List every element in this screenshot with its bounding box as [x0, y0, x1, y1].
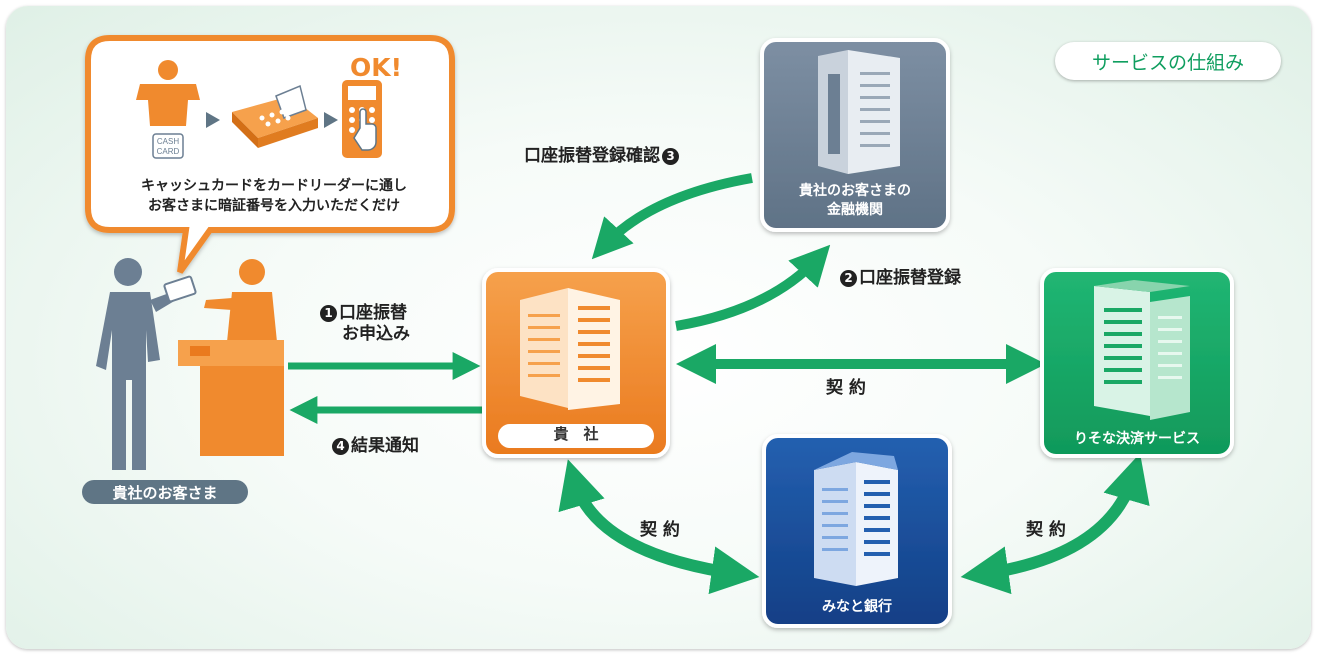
- step1-line2: お申込み: [342, 324, 410, 345]
- company-building-icon: [520, 288, 620, 410]
- customer-with-card-icon: CASH CARD: [136, 60, 200, 159]
- contract-left-label: 契 約: [640, 520, 680, 540]
- customer-bank-label-line1: 貴社のお客さまの: [799, 183, 911, 199]
- contract-right-label: 契 約: [1026, 520, 1066, 540]
- step1-line1: 口座振替: [339, 303, 407, 323]
- step1-number: 1: [320, 305, 337, 322]
- clerk-person-icon: [204, 259, 278, 352]
- arrow-contract-left: [558, 459, 760, 595]
- customer-bank-label-line2: 金融機関: [827, 201, 883, 218]
- arrow-step2: [675, 244, 831, 331]
- step3-text: 口座振替登録確認: [524, 146, 660, 166]
- company-label: 貴 社: [553, 425, 599, 443]
- customer-person-icon: [96, 258, 197, 470]
- bubble-line-1: キャッシュカードをカードリーダーに通し: [141, 178, 407, 194]
- card-reader-icon: [232, 84, 318, 148]
- chevron-right-icon: [206, 112, 220, 128]
- ok-text: OK!: [350, 53, 402, 82]
- step4-number: 4: [332, 438, 349, 455]
- minato-label: みなと銀行: [822, 599, 892, 615]
- minato-building-icon: [814, 452, 898, 586]
- company-tile: [482, 268, 670, 458]
- risona-label: りそな決済サービス: [1074, 431, 1200, 447]
- bubble-line-2: お客さまに暗証番号を入力いただくだけ: [148, 198, 400, 215]
- service-structure-pill: サービスの仕組み: [1055, 42, 1281, 80]
- pin-pad-icon: [342, 80, 382, 158]
- step2-text: 口座振替登録: [859, 268, 961, 288]
- step4-text: 結果通知: [351, 436, 419, 456]
- bank-building-icon: [818, 50, 900, 174]
- customer-bank-tile: [760, 38, 950, 232]
- arrow-step3: [591, 173, 753, 260]
- arrow-contract-right: [960, 453, 1150, 595]
- step2-number: 2: [840, 270, 857, 287]
- bubble-caption: キャッシュカードをカードリーダーに通し お客さまに暗証番号を入力いただくだけ: [104, 176, 444, 217]
- chevron-right-icon: [324, 112, 338, 128]
- minato-tile: [762, 434, 952, 628]
- risona-building-icon: [1094, 280, 1190, 420]
- counter-desk: [178, 340, 284, 456]
- contract-center-label: 契 約: [826, 378, 866, 398]
- customer-bank-label: 貴社のお客さまの 金融機関: [762, 182, 948, 220]
- customer-label: 貴社のお客さま: [82, 480, 248, 504]
- card-text-2: CARD: [157, 147, 180, 156]
- risona-tile: [1040, 268, 1234, 458]
- step3-number: 3: [662, 148, 679, 165]
- card-text-1: CASH: [157, 137, 179, 146]
